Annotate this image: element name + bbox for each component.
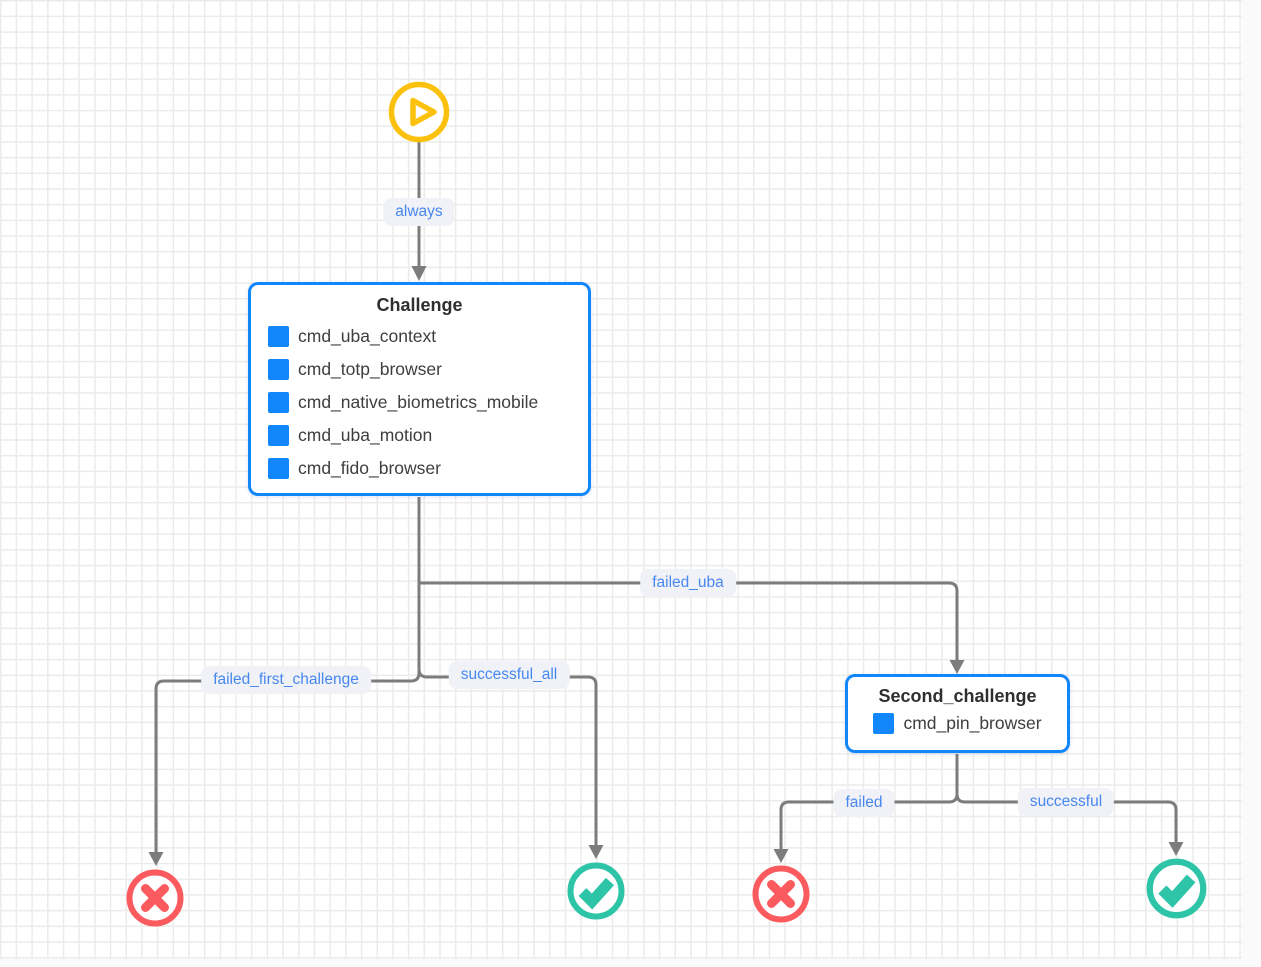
node-item[interactable]: cmd_native_biometrics_mobile (268, 386, 588, 419)
cross-icon (126, 869, 184, 927)
check-icon (1146, 858, 1207, 919)
command-label: cmd_pin_browser (903, 712, 1042, 733)
arrowhead (148, 852, 164, 866)
success-node-second[interactable] (1144, 856, 1209, 921)
command-label: cmd_fido_browser (298, 458, 441, 478)
node-title: Challenge (376, 295, 463, 315)
arrowhead (949, 660, 965, 674)
arrowhead (1168, 842, 1184, 856)
success-node-first[interactable] (565, 860, 627, 922)
edge-label-failed-first-challenge[interactable]: failed_first_challenge (201, 666, 371, 694)
failure-node-second[interactable] (750, 863, 812, 925)
node-challenge[interactable]: Challenge cmd_uba_context cmd_totp_brows… (248, 282, 591, 496)
command-icon (268, 458, 289, 479)
check-icon (567, 862, 625, 920)
command-icon (268, 425, 289, 446)
command-label: cmd_native_biometrics_mobile (298, 392, 539, 412)
cross-icon (752, 865, 810, 923)
play-icon (388, 81, 450, 143)
node-item[interactable]: cmd_totp_browser (268, 353, 588, 386)
edge-label-always[interactable]: always (383, 198, 455, 226)
start-node[interactable] (387, 80, 451, 144)
diagram-canvas[interactable]: Challenge cmd_uba_context cmd_totp_brows… (0, 0, 1242, 959)
edge-label-successful-all[interactable]: successful_all (448, 661, 570, 689)
arrowhead (411, 266, 427, 281)
command-icon (268, 359, 289, 380)
command-label: cmd_totp_browser (298, 359, 442, 379)
node-item[interactable]: cmd_uba_context (268, 320, 588, 353)
command-icon (873, 712, 895, 734)
node-item[interactable]: cmd_pin_browser (848, 707, 1067, 739)
command-label: cmd_uba_context (298, 326, 437, 346)
arrowhead (588, 845, 604, 859)
edge-label-failed-uba[interactable]: failed_uba (640, 569, 736, 597)
command-icon (268, 392, 289, 413)
node-title: Second_challenge (878, 686, 1037, 706)
failure-node-first[interactable] (124, 867, 186, 929)
edge-label-successful[interactable]: successful (1017, 788, 1115, 816)
edge-label-failed[interactable]: failed (833, 789, 895, 817)
command-label: cmd_uba_motion (298, 425, 433, 445)
edge-failed-uba[interactable] (419, 581, 959, 660)
node-item[interactable]: cmd_fido_browser (268, 452, 588, 485)
arrowhead (773, 849, 789, 863)
node-item[interactable]: cmd_uba_motion (268, 419, 588, 452)
node-second-challenge[interactable]: Second_challenge cmd_pin_browser (845, 674, 1070, 753)
command-icon (268, 326, 289, 347)
